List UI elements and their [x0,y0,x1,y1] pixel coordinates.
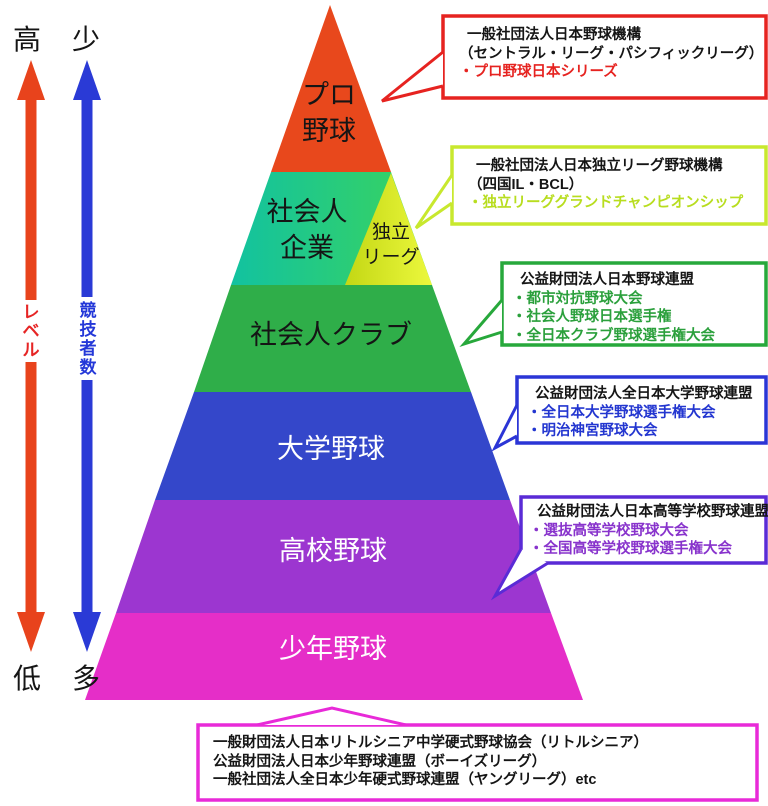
pyramid-level-university-label: 大学野球 [277,434,385,464]
pyramid-level-corporate-label: 社会人 企業 [267,194,348,266]
callout-university-item-2: ・明治神宮野球大会 [527,423,658,439]
callout-npb-sub: （セントラル・リーグ・パシフィックリーグ） [459,45,764,62]
pyramid-level-highschool-label: 高校野球 [279,536,387,566]
corporate-line-2: 企業 [280,233,334,263]
players-few-label: 少 [71,24,101,55]
callout-youth-org-3: 一般社団法人全日本少年硬式野球連盟（ヤングリーグ）etc [213,772,597,788]
callout-npb-org: 一般社団法人日本野球機構 [467,27,641,43]
callout-jaba-item-1: ・都市対抗野球大会 [512,290,643,307]
level-low-label: 低 [12,663,42,694]
pyramid-level-independent-shape [345,173,432,285]
pyramid-level-pro-shape [271,5,391,172]
pyramid-level-independent-label: 独立 リーグ [362,220,419,270]
callout-independent-org: 一般社団法人日本独立リーグ野球機構 [476,158,723,174]
callout-university-pointer [491,404,519,452]
pyramid-level-youth-shape [85,613,583,700]
pyramid-level-university-shape [155,392,510,500]
callout-university-item-1: ・全日本大学野球選手権大会 [527,404,716,421]
callout-highschool-item-1: ・選抜高等学校野球大会 [529,522,689,539]
callout-youth-pointer [256,706,407,727]
pyramid-level-club-shape [194,285,471,392]
callout-youth: 一般財団法人日本リトルシニア中学硬式野球協会（リトルシニア） 公益財団法人日本少… [213,734,648,790]
callout-youth-box [196,723,759,802]
callout-jaba-org: 公益財団法人日本野球連盟 [520,272,694,288]
callout-highschool: 公益財団法人日本高等学校野球連盟 ・選抜高等学校野球大会 ・全国高等学校野球選手… [529,503,768,559]
pyramid-level-club-label: 社会人クラブ [250,320,412,350]
callout-npb-item: ・プロ野球日本シリーズ [459,64,618,80]
pyramid-level-youth-label: 少年野球 [279,634,387,664]
players-many-label: 多 [71,663,101,694]
callout-youth-org-1: 一般財団法人日本リトルシニア中学硬式野球協会（リトルシニア） [213,735,648,751]
corporate-line-1: 社会人 [266,197,348,227]
callout-jaba-box [500,261,768,347]
callout-npb-box [441,14,768,100]
callout-university-org: 公益財団法人全日本大学野球連盟 [535,386,753,402]
callout-jaba-item-3: ・全日本クラブ野球選手権大会 [512,327,715,344]
callout-highschool-box [519,495,768,565]
callout-independent-sub: （四国IL・BCL） [468,176,584,193]
callout-jaba-item-2: ・社会人野球日本選手権 [512,309,672,325]
callout-jaba-pointer [459,299,504,348]
pro-line-1: プロ [302,80,356,110]
level-axis-arrow [17,60,45,652]
callout-youth-org-2: 公益財団法人日本少年野球連盟（ボーイズリーグ） [213,753,547,770]
callout-npb-pointer [381,50,444,103]
callout-highschool-item-2: ・全国高等学校野球選手権大会 [529,541,732,557]
independent-line-2: リーグ [362,247,420,268]
callout-independent: 一般社団法人日本独立リーグ野球機構 （四国IL・BCL） ・独立リーググランドチ… [468,157,743,213]
players-axis-label: 競技者数 [79,301,97,377]
callout-university-box [515,375,768,445]
players-axis-arrow [73,60,101,652]
callout-highschool-pointer [490,548,549,601]
callout-university: 公益財団法人全日本大学野球連盟 ・全日本大学野球選手権大会 ・明治神宮野球大会 [527,385,753,441]
callout-jaba: 公益財団法人日本野球連盟 ・都市対抗野球大会 ・社会人野球日本選手権 ・全日本ク… [512,271,715,345]
pro-line-2: 野球 [302,116,356,146]
pyramid-level-pro-label: プロ 野球 [302,77,356,149]
pyramid-level-highschool-shape [116,500,551,613]
callout-independent-pointer [414,174,454,230]
independent-line-1: 独立 [371,222,411,243]
callout-highschool-org: 公益財団法人日本高等学校野球連盟 [537,504,768,520]
callout-independent-item: ・独立リーググランドチャンピオンシップ [468,195,744,211]
level-high-label: 高 [12,24,42,55]
level-axis-label: レベル [22,302,40,360]
callout-npb: 一般社団法人日本野球機構 （セントラル・リーグ・パシフィックリーグ） ・プロ野球… [459,26,763,82]
